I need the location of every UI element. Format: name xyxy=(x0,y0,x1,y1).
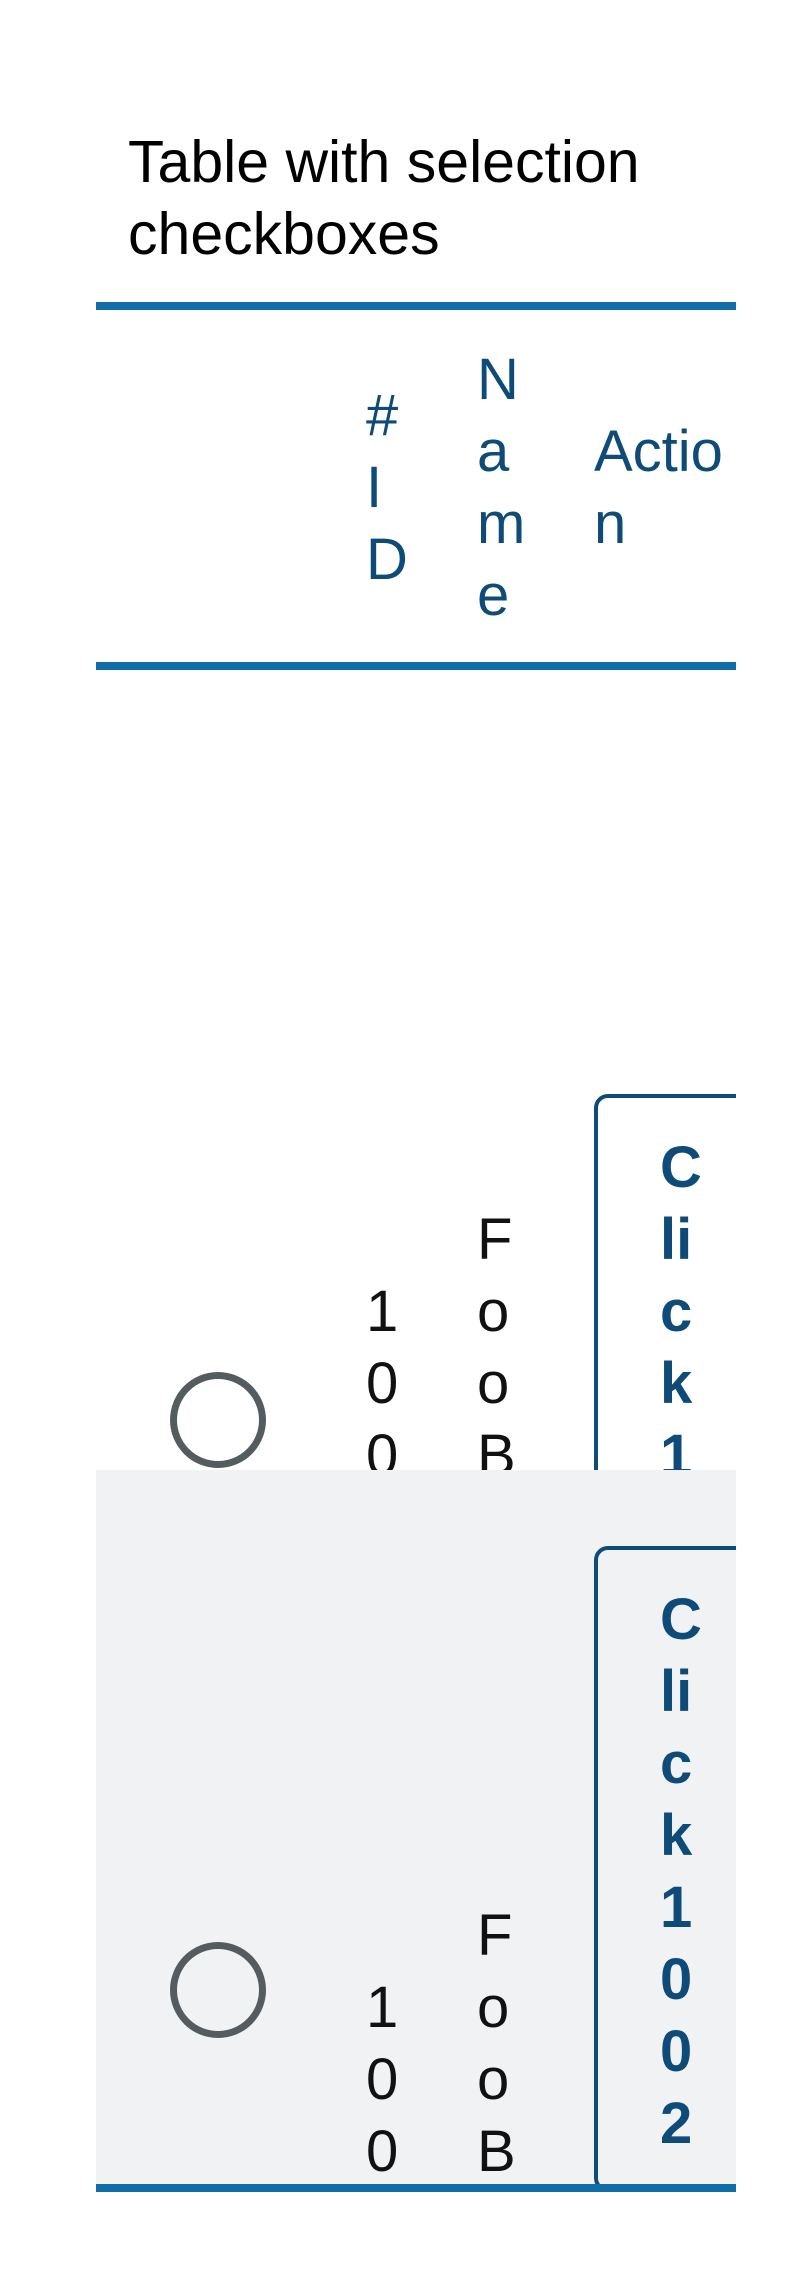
table-row: 1002 FooBaz Click1002 xyxy=(96,1470,736,2192)
cell-name: FooBaz xyxy=(477,1903,516,2192)
selection-table: #ID Name Action 1001 FooBar Click1001 10… xyxy=(96,302,736,2192)
table-header-rule xyxy=(96,662,736,670)
row-select-checkbox[interactable] xyxy=(170,1372,266,1468)
table-row: 1001 FooBar Click1001 xyxy=(96,670,736,1740)
row-action-button[interactable]: Click1002 xyxy=(594,1546,736,2192)
row-select-checkbox[interactable] xyxy=(170,1942,266,2038)
table-top-rule xyxy=(96,302,736,310)
table-bottom-rule xyxy=(96,2184,736,2192)
cell-id: 1002 xyxy=(366,1975,399,2192)
table-caption: Table with selection checkboxes xyxy=(128,129,640,267)
row-action-label: Click1002 xyxy=(660,1587,702,2156)
column-header-id: #ID xyxy=(366,383,408,592)
column-header-action: Action xyxy=(594,419,723,556)
column-header-name: Name xyxy=(477,347,526,628)
